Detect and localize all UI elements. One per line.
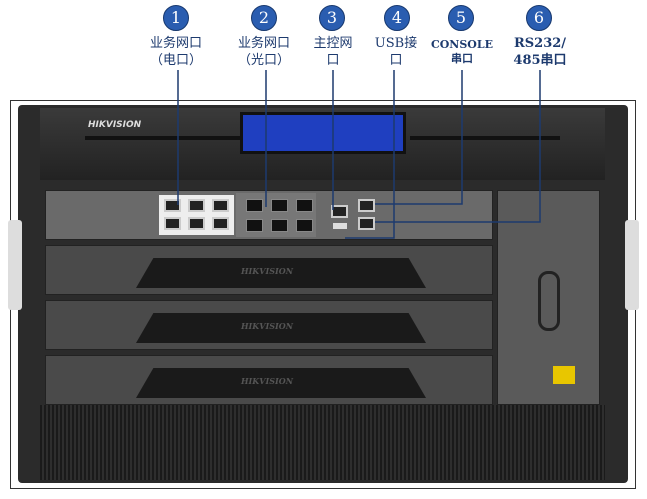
leader-6 — [375, 70, 541, 223]
callout-label-6: RS232/ 485串口 — [513, 36, 567, 68]
main-control-card — [45, 190, 493, 240]
callout-label-3: 主控网 口 — [313, 36, 353, 68]
service-card-2: HIKVISION — [45, 300, 493, 350]
leader-4 — [345, 70, 395, 239]
callout-badge-3: 3 — [319, 5, 345, 31]
power-module — [497, 190, 600, 405]
brand-logo: HIKVISION — [88, 120, 142, 130]
callout-label-2: 业务网口 （光口） — [237, 36, 290, 68]
callout-badge-5: 5 — [448, 5, 474, 31]
leader-5 — [375, 70, 463, 205]
vent-grill — [40, 405, 605, 480]
callout-badge-4: 4 — [384, 5, 410, 31]
callout-label-4: USB接 口 — [374, 36, 418, 68]
callout-badge-2: 2 — [251, 5, 277, 31]
service-card-3: HIKVISION — [45, 355, 493, 405]
left-handle — [8, 220, 22, 310]
lcd-display — [240, 112, 406, 154]
callout-label-1: 业务网口 （电口） — [149, 36, 202, 68]
right-handle — [625, 220, 639, 310]
callout-badge-6: 6 — [526, 5, 552, 31]
callout-badge-1: 1 — [163, 5, 189, 31]
callout-label-5: CONSOLE 串口 — [430, 38, 494, 65]
service-card-1: HIKVISION — [45, 245, 493, 295]
